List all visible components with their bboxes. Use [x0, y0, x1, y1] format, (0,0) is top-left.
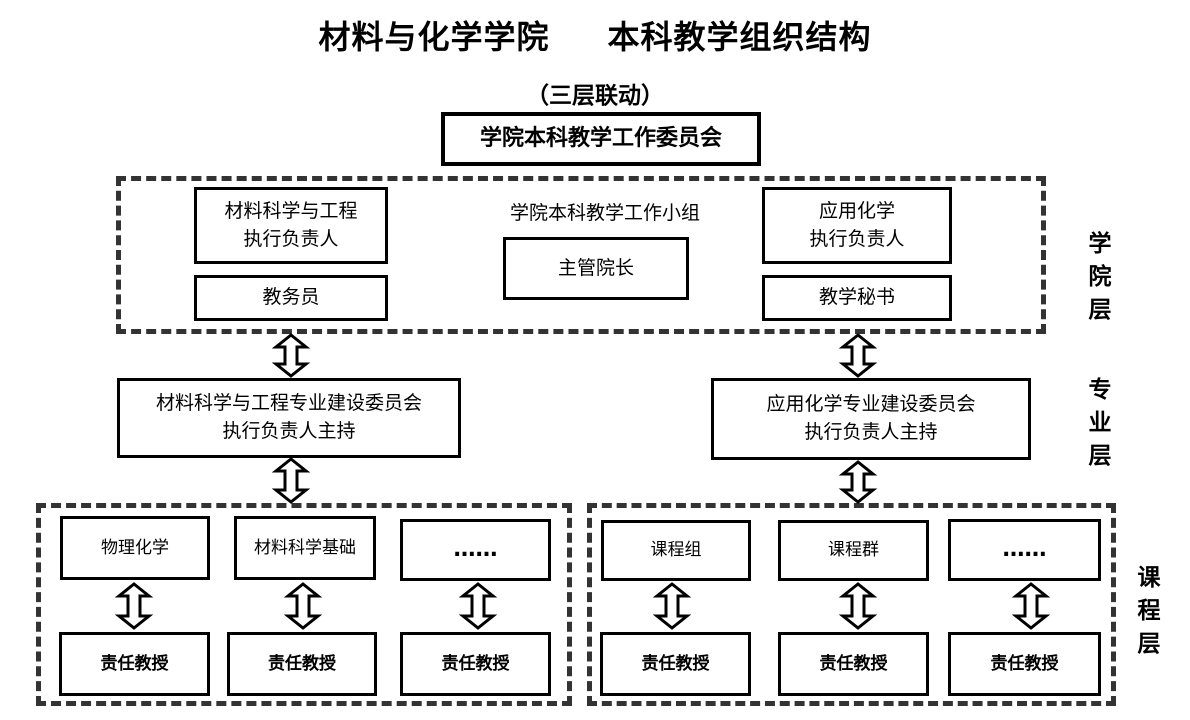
professor-box: 责任教授 [600, 632, 751, 696]
mse-committee-line2: 执行负责人主持 [222, 420, 356, 442]
title-college: 材料与化学学院 [318, 18, 550, 56]
course-label: 课程组 [650, 540, 702, 561]
professor-label: 责任教授 [819, 653, 888, 674]
college-layer-region [116, 176, 1046, 334]
double-arrow-icon [838, 460, 878, 504]
academic-officer-box: 教务员 [194, 275, 388, 321]
professor-box: 责任教授 [400, 632, 551, 696]
mse-committee-line1: 材料科学与工程专业建设委员会 [155, 392, 422, 415]
chem-lead-line1: 应用化学 [818, 199, 895, 222]
dean-box: 主管院长 [503, 237, 689, 300]
chem-lead-box: 应用化学 执行负责人 [762, 187, 952, 264]
mse-lead-line2: 执行负责人 [243, 227, 339, 250]
course-box-more-right: …… [948, 519, 1101, 581]
mse-committee-box: 材料科学与工程专业建设委员会 执行负责人主持 [117, 378, 461, 458]
chem-lead-line2: 执行负责人 [809, 227, 905, 250]
professor-label: 责任教授 [268, 653, 336, 674]
layer-label-college: 学 院 层 [1088, 231, 1112, 323]
double-arrow-icon [838, 582, 878, 630]
professor-label: 责任教授 [100, 653, 169, 674]
page-title: 材料与化学学院 本科教学组织结构 [0, 12, 1190, 58]
course-layer-region-right [587, 503, 1116, 706]
double-arrow-icon [271, 333, 311, 378]
double-arrow-icon [838, 333, 878, 378]
course-box-materials-fundamentals: 材料科学基础 [234, 516, 376, 580]
course-box-physical-chemistry: 物理化学 [60, 516, 210, 580]
teaching-secretary-label: 教学秘书 [818, 286, 895, 309]
double-arrow-icon [114, 582, 154, 630]
double-arrow-icon [652, 582, 692, 630]
title-structure: 本科教学组织结构 [607, 18, 872, 56]
ellipsis-label: …… [453, 537, 498, 563]
mse-lead-line1: 材料科学与工程 [224, 199, 358, 222]
professor-box: 责任教授 [227, 632, 377, 696]
subtitle: （三层联动） [526, 83, 664, 109]
course-label: 物理化学 [101, 537, 169, 558]
academic-officer-label: 教务员 [262, 286, 320, 309]
chem-committee-box: 应用化学专业建设委员会 执行负责人主持 [711, 378, 1031, 460]
teaching-secretary-box: 教学秘书 [762, 275, 952, 321]
double-arrow-icon [458, 582, 498, 630]
professor-box: 责任教授 [778, 632, 929, 696]
course-label: 材料科学基础 [254, 537, 356, 558]
layer-label-course: 课 程 层 [1137, 565, 1161, 657]
chem-committee-line2: 执行负责人主持 [804, 421, 938, 443]
college-committee-label: 学院本科教学工作委员会 [479, 126, 722, 152]
double-arrow-icon [1011, 582, 1051, 630]
ellipsis-label: …… [1002, 537, 1047, 563]
professor-label: 责任教授 [641, 653, 710, 674]
course-layer-region-left [36, 503, 572, 706]
professor-box: 责任教授 [59, 632, 210, 696]
mse-lead-box: 材料科学与工程 执行负责人 [194, 187, 388, 264]
dean-label: 主管院长 [557, 256, 634, 279]
course-label: 课程群 [828, 540, 879, 561]
double-arrow-icon [271, 457, 311, 504]
course-box-course-cluster: 课程群 [778, 520, 929, 581]
course-box-more-left: …… [400, 519, 551, 581]
chem-committee-line1: 应用化学专业建设委员会 [766, 393, 976, 416]
professor-label: 责任教授 [441, 653, 510, 674]
course-box-course-team: 课程组 [601, 520, 751, 581]
layer-label-major: 专 业 层 [1088, 377, 1112, 469]
professor-box: 责任教授 [948, 632, 1101, 696]
double-arrow-icon [283, 582, 323, 630]
college-committee-box: 学院本科教学工作委员会 [441, 112, 761, 166]
professor-label: 责任教授 [990, 653, 1059, 674]
teaching-group-label: 学院本科教学工作小组 [509, 202, 700, 224]
